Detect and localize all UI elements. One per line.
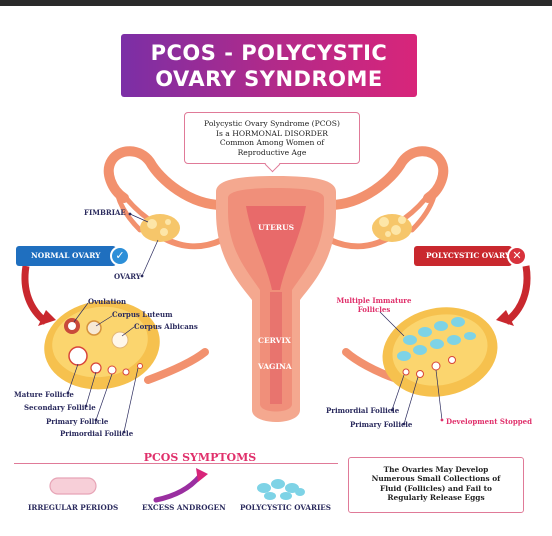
intro-callout: Polycystic Ovary Syndrome (PCOS) Is a HO… <box>184 112 360 164</box>
uterine-cavity <box>246 206 306 290</box>
intro-line-2: Is a HORMONAL DISORDER <box>216 128 328 138</box>
symptom-polycystic-ovaries: POLYCYSTIC OVARIES <box>240 503 331 512</box>
cysts-icon <box>257 479 305 500</box>
vagina-label: VAGINA <box>258 362 292 371</box>
cervical-canal <box>270 292 282 404</box>
polycystic-ovary-diagram <box>342 307 498 397</box>
left-red-arrow-icon <box>21 265 49 325</box>
pad-icon <box>49 477 97 495</box>
note-line-4: Regularly Release Eggs <box>387 493 485 503</box>
primary-follicle-label: Primary Follicle <box>46 417 109 426</box>
ovulation-label: Ovulation <box>88 297 127 306</box>
polycystic-ovary-heading: POLYCYSTIC OVARY <box>414 246 512 266</box>
window-top-bar <box>0 0 552 6</box>
cervix-label: CERVIX <box>258 336 291 345</box>
multiple-immature-follicles-label: Multiple Immature Follicles <box>336 296 412 314</box>
right-red-arrow-icon <box>503 265 531 325</box>
uterus-label: UTERUS <box>258 223 295 232</box>
corpus-luteum-label: Corpus Luteum <box>112 310 173 319</box>
intro-line-4: Reproductive Age <box>237 147 307 157</box>
symptoms-heading: PCOS SYMPTOMS <box>143 451 257 464</box>
symptom-irregular-periods: IRREGULAR PERIODS <box>28 503 119 512</box>
note-line-2: Numerous Small Collections of <box>371 474 501 484</box>
mature-follicle-label: Mature Follicle <box>14 390 74 399</box>
immature-line-1: Multiple Immature <box>336 296 412 305</box>
right-fallopian-tube <box>325 146 449 210</box>
immature-line-2: Follicles <box>357 305 391 314</box>
ovary-label: OVARY <box>114 272 141 281</box>
symptom-excess-androgen: EXCESS ANDROGEN <box>142 503 226 512</box>
primordial-follicle-label: Primordial Follicle <box>60 429 134 438</box>
development-stopped-label: Development Stopped <box>446 417 532 426</box>
secondary-follicle-label: Secondary Follicle <box>24 403 96 412</box>
normal-ovary-diagram <box>44 300 209 390</box>
fimbriae-label: FIMBRIAE <box>84 208 126 217</box>
symptoms-divider <box>14 463 338 494</box>
ovary-note-box: The Ovaries May Develop Numerous Small C… <box>348 457 524 513</box>
corpus-albicans-label: Corpus Albicans <box>134 322 198 331</box>
title-line-2: OVARY SYNDROME <box>155 67 383 91</box>
left-fallopian-tube <box>103 146 227 210</box>
note-line-3: Fluid (Follicles) and Fail to <box>380 483 492 493</box>
intro-line-3: Common Among Women of <box>219 138 325 148</box>
left-small-ovary <box>140 214 180 242</box>
poly-primordial-follicle-label: Primordial Follicle <box>326 406 400 415</box>
intro-line-1: Polycystic Ovary Syndrome (PCOS) <box>204 119 340 128</box>
normal-ovary-heading: NORMAL OVARY <box>16 246 116 266</box>
poly-primary-follicle-label: Primary Follicle <box>350 420 413 429</box>
title-line-1: PCOS - POLYCYSTIC <box>150 41 388 65</box>
x-icon: ✕ <box>507 246 527 266</box>
arrow-up-icon <box>153 473 203 503</box>
check-icon: ✓ <box>110 246 130 266</box>
page-title: PCOS - POLYCYSTIC OVARY SYNDROME <box>121 34 417 97</box>
note-line-1: The Ovaries May Develop <box>383 465 489 474</box>
